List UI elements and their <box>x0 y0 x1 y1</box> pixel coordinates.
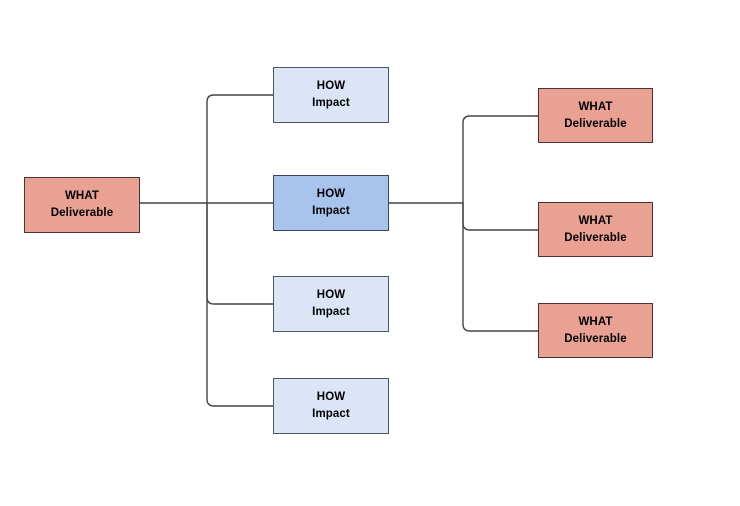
node-label-line2: Deliverable <box>564 332 627 345</box>
node-how-4[interactable]: HOW Impact <box>273 378 389 434</box>
node-label-line2: Impact <box>312 408 350 420</box>
edge-how-2-to-what-1 <box>462 115 539 204</box>
node-what-3[interactable]: WHAT Deliverable <box>538 303 653 358</box>
node-label-line2: Deliverable <box>50 207 114 219</box>
node-label-line2: Deliverable <box>564 231 627 244</box>
node-label-line1: WHAT <box>578 214 613 227</box>
node-label-line1: WHAT <box>578 100 613 113</box>
node-how-3[interactable]: HOW Impact <box>273 276 389 332</box>
edge-how-2-to-what-2 <box>462 202 539 231</box>
node-label-line1: HOW <box>316 188 346 201</box>
node-label-line1: WHAT <box>578 315 613 328</box>
node-root-what[interactable]: WHAT Deliverable <box>24 177 140 233</box>
node-how-1[interactable]: HOW Impact <box>273 67 389 123</box>
edge-how-2-to-what-3 <box>462 202 539 332</box>
edge-root-to-how-3 <box>206 202 274 305</box>
node-what-2[interactable]: WHAT Deliverable <box>538 202 653 257</box>
edge-root-to-how-1 <box>206 94 274 204</box>
node-label-line2: Impact <box>312 97 350 109</box>
node-how-2-selected[interactable]: HOW Impact <box>273 175 389 231</box>
node-label-line1: HOW <box>316 391 346 404</box>
node-label-line1: HOW <box>316 80 346 93</box>
node-what-1[interactable]: WHAT Deliverable <box>538 88 653 143</box>
node-label-line2: Deliverable <box>564 117 627 130</box>
edge-root-to-how-4 <box>206 202 274 407</box>
node-label-line1: WHAT <box>64 190 100 203</box>
node-label-line1: HOW <box>316 289 346 302</box>
node-label-line2: Impact <box>312 205 350 217</box>
node-label-line2: Impact <box>312 306 350 318</box>
